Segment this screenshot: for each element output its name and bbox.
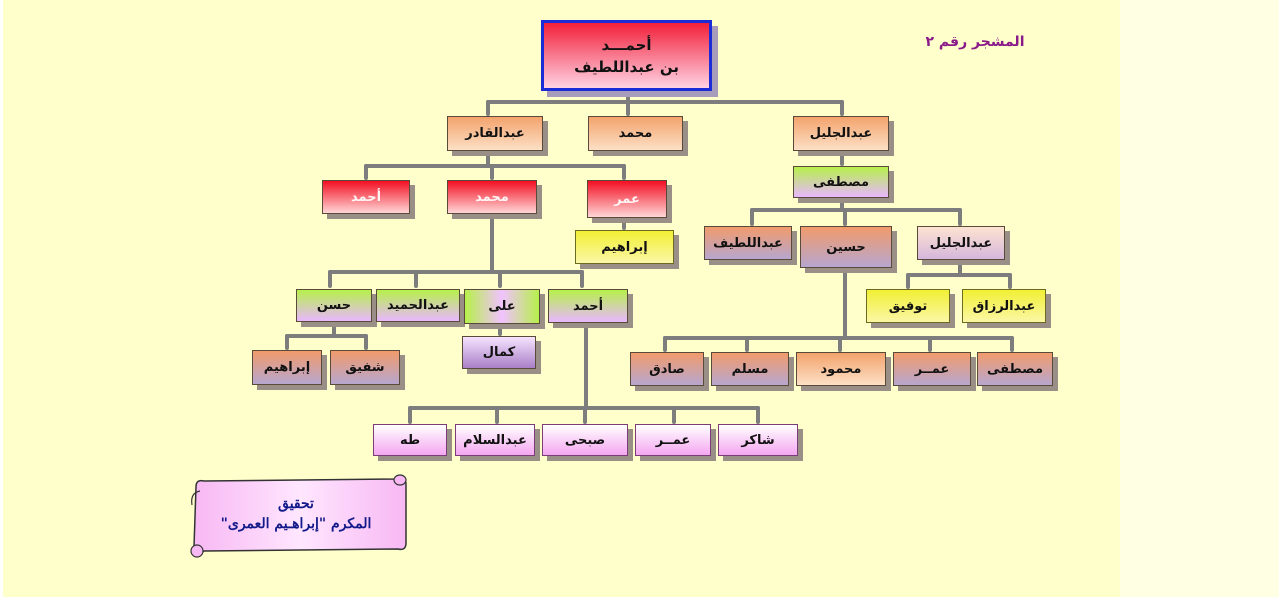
credit-title: تحقيق: [278, 496, 314, 512]
node-omar-aq: عمر: [587, 180, 667, 218]
node-shafiq-h: شفيق: [330, 350, 400, 385]
node-kamal: كمال: [462, 336, 536, 369]
node-muhammad-aq: محمد: [447, 180, 537, 214]
credit-text: تحقيق المكرم "إبراهـيم العمرى": [196, 494, 396, 534]
node-abdullatif-m: عبداللطيف: [704, 226, 792, 260]
node-abdulrazzaq: عبدالرزاق: [962, 289, 1046, 323]
node-taha: طه: [373, 424, 447, 456]
node-ibrahim-h: إبراهيم: [252, 350, 322, 385]
node-subhi: صبحى: [542, 424, 628, 456]
credit-name: المكرم "إبراهـيم العمرى": [220, 516, 372, 532]
node-omar-ah: عمــر: [635, 424, 711, 456]
node-mahmoud-hu: محمود: [796, 352, 886, 386]
root-lineage: بن عبداللطيف: [574, 57, 679, 76]
node-mustafa-aj: مصطفى: [793, 166, 889, 198]
node-mustafa-hu: مصطفى: [977, 352, 1053, 386]
node-muhammad-l1: محمد: [588, 116, 683, 151]
node-ahmad-aq: أحمد: [322, 180, 410, 214]
node-ali-mm: على: [464, 289, 540, 324]
node-abdulhamid-mm: عبدالحميد: [376, 289, 460, 322]
node-abduljalil-l1: عبدالجليل: [793, 116, 889, 151]
credit-scroll-shape: [190, 474, 407, 558]
root-name: أحمـــد: [601, 35, 652, 54]
right-margin: [1120, 0, 1279, 597]
node-hassan-mm: حسن: [296, 289, 372, 322]
chart-number-label: المشجر رقم ٢: [925, 34, 1025, 50]
node-abdulsalam: عبدالسلام: [455, 424, 535, 456]
node-ibrahim-omar: إبراهيم: [575, 230, 674, 264]
node-abduljalil-m: عبدالجليل: [917, 226, 1005, 260]
node-abdulqader: عبدالقادر: [447, 116, 543, 151]
node-sadiq-hu: صادق: [630, 352, 704, 386]
node-ahmad-mm: أحمد: [548, 289, 628, 323]
node-shakir: شاكر: [718, 424, 798, 456]
node-tawfiq: توفيق: [866, 289, 950, 323]
node-omar-hu: عمــر: [893, 352, 971, 386]
root-node: أحمـــد بن عبداللطيف: [541, 20, 712, 91]
node-muslim-hu: مسلم: [711, 352, 789, 386]
node-hussein-m: حسين: [800, 226, 892, 268]
